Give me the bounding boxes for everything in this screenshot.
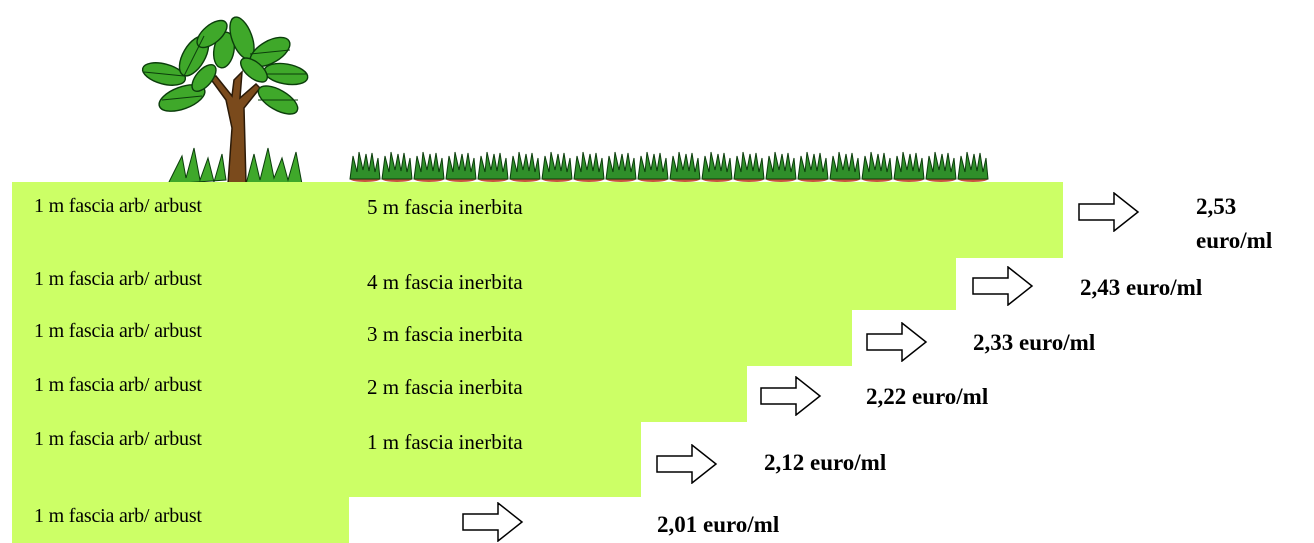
grass-tuft — [605, 151, 637, 182]
tree-strip-label: 1 m fascia arb/ arbust — [34, 374, 202, 396]
band-row-3 — [12, 310, 852, 366]
grass-tuft — [925, 151, 957, 182]
grass-tuft — [733, 151, 765, 182]
grass-tuft — [413, 151, 445, 182]
right-arrow-icon — [1078, 192, 1140, 232]
grass-tuft — [701, 151, 733, 182]
grass-tuft — [541, 151, 573, 182]
cost-label: 2,53 euro/ml — [1196, 194, 1273, 253]
tree-strip-label: 1 m fascia arb/ arbust — [34, 195, 202, 217]
band-row-4 — [12, 366, 747, 422]
tree-strip-label: 1 m fascia arb/ arbust — [34, 505, 202, 527]
grass-strip-label: 4 m fascia inerbita — [367, 270, 523, 294]
grass-tuft — [637, 151, 669, 182]
grass-tuft — [765, 151, 797, 182]
grass-tuft — [477, 151, 509, 182]
right-arrow-icon — [760, 376, 822, 416]
tree-strip-label: 1 m fascia arb/ arbust — [34, 320, 202, 342]
grass-tuft — [957, 151, 989, 182]
cost-label: 2,12 euro/ml — [764, 450, 887, 475]
right-arrow-icon — [656, 444, 718, 484]
cost-label: 2,01 euro/ml — [657, 512, 780, 537]
grass-tuft — [509, 151, 541, 182]
band-row-5 — [12, 422, 641, 497]
grass-tuft — [893, 151, 925, 182]
band-row-1 — [12, 182, 1063, 258]
cost-label: 2,33 euro/ml — [973, 330, 1096, 355]
tree-strip-label: 1 m fascia arb/ arbust — [34, 428, 202, 450]
grass-strip-label: 5 m fascia inerbita — [367, 195, 523, 219]
grass-tuft — [573, 151, 605, 182]
tree-strip-label: 1 m fascia arb/ arbust — [34, 268, 202, 290]
grass-tufts-icon — [348, 150, 996, 184]
grass-strip-label: 1 m fascia inerbita — [367, 430, 523, 454]
right-arrow-icon — [462, 502, 524, 542]
grass-strip-label: 2 m fascia inerbita — [367, 375, 523, 399]
cost-label: 2,22 euro/ml — [866, 384, 989, 409]
grass-tuft — [669, 151, 701, 182]
grass-strip-label: 3 m fascia inerbita — [367, 322, 523, 346]
right-arrow-icon — [972, 266, 1034, 306]
grass-tuft — [381, 151, 413, 182]
right-arrow-icon — [866, 322, 928, 362]
grass-tuft — [797, 151, 829, 182]
grass-tuft — [861, 151, 893, 182]
band-row-6 — [12, 497, 349, 543]
band-row-2 — [12, 258, 956, 310]
tree-icon — [130, 8, 340, 186]
cost-label: 2,43 euro/ml — [1080, 275, 1203, 300]
grass-tuft — [445, 151, 477, 182]
grass-tuft — [829, 151, 861, 182]
grass-tuft — [349, 151, 381, 182]
